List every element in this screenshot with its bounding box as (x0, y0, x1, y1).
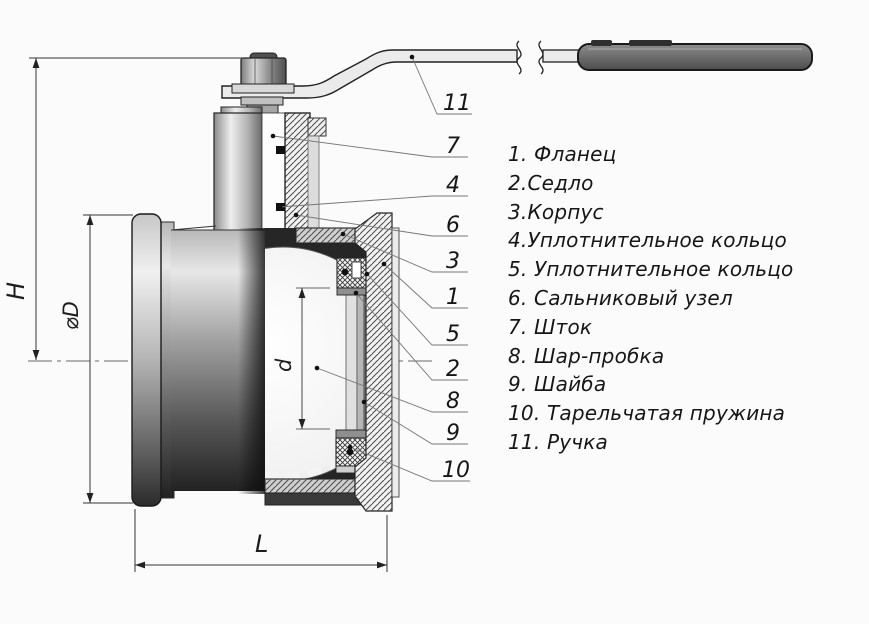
handle-lever (221, 40, 813, 99)
callout-11: 11 (443, 91, 471, 116)
callout-9: 9 (446, 421, 460, 446)
parts-list-item: 6. Сальниковый узел (508, 285, 733, 310)
callout-1: 1 (446, 285, 460, 310)
weld-collar (131, 213, 162, 507)
dim-bore-label: d (272, 358, 296, 372)
inlet-pipe (131, 213, 266, 507)
body-bottom-band (264, 492, 363, 506)
spring-oring (346, 448, 354, 456)
callout-7: 7 (446, 134, 460, 159)
callout-numbers: 11 7 4 6 3 1 5 2 8 9 10 (442, 91, 471, 483)
seal-groove (351, 261, 362, 279)
washer-top (231, 83, 295, 94)
seat-ring (345, 291, 358, 439)
parts-list-item: 10. Тарельчатая пружина (508, 401, 786, 426)
parts-list-item: 11. Ручка (508, 429, 609, 454)
callout-5: 5 (446, 322, 460, 347)
parts-list-item: 2.Седло (508, 170, 594, 195)
dimension-D: ⌀D (59, 214, 133, 504)
callout-10: 10 (442, 458, 470, 483)
parts-list-item: 1. Фланец (508, 142, 617, 166)
parts-list-item: 9. Шайба (508, 372, 607, 397)
parts-list-item: 8. Шар-пробка (508, 343, 665, 368)
handle-grip (577, 43, 813, 71)
parts-list-item: 7. Шток (508, 314, 593, 339)
break-line-icon (538, 40, 544, 75)
flange-face (391, 227, 400, 498)
callout-leaders (270, 54, 472, 482)
hex-nut (240, 57, 287, 86)
dim-height-label: H (2, 282, 30, 300)
ball-plug (265, 247, 350, 481)
dimension-H: H (2, 57, 243, 360)
seat-ring (356, 293, 365, 437)
break-line-icon (516, 40, 522, 75)
callout-3: 3 (446, 249, 460, 274)
dim-length-label: L (255, 530, 268, 558)
washer-mid (240, 96, 284, 106)
pipe-shadow-band (238, 228, 266, 494)
flange (354, 212, 400, 512)
dimension-L: L (134, 509, 388, 572)
bonnet-assembly (213, 106, 327, 241)
callout-2: 2 (446, 357, 460, 382)
neck-wall (307, 135, 320, 229)
parts-list-item: 5. Уплотнительное кольцо (508, 257, 794, 282)
stem-section (261, 112, 286, 233)
stem-oring-upper (276, 146, 285, 154)
stem-nut-assembly (231, 52, 295, 114)
parts-list-item: 4.Уплотнительное кольцо (508, 228, 787, 253)
grip-stop (591, 40, 612, 46)
ball-rim-dashes (265, 247, 350, 481)
grip-stop (629, 40, 672, 46)
callout-8: 8 (446, 389, 460, 414)
callout-6: 6 (446, 213, 460, 238)
seal-oring (341, 268, 349, 276)
parts-list: 1. Фланец 2.Седло 3.Корпус 4.Уплотнитель… (508, 140, 858, 457)
callout-4: 4 (446, 173, 460, 198)
dimension-d: d (272, 287, 330, 430)
dim-outer-diameter-label: ⌀D (59, 301, 83, 330)
parts-list-item: 3.Корпус (508, 199, 604, 224)
bonnet-outer (213, 112, 263, 233)
